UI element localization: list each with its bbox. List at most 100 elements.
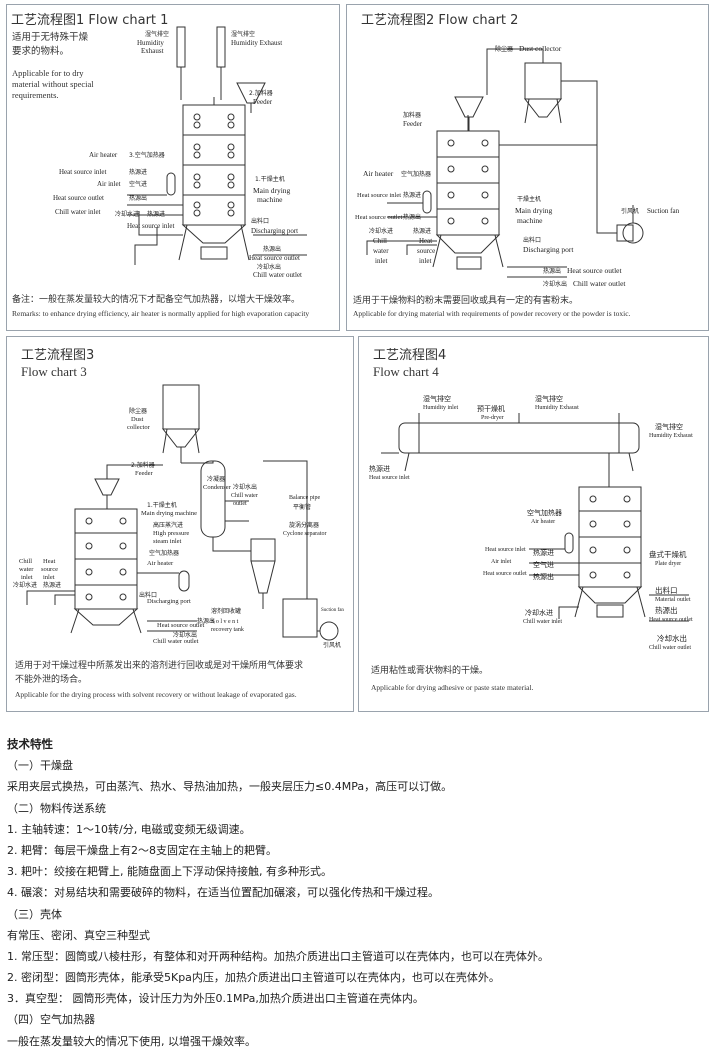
- label-chill-water-outlet-2: Chill water outlet: [153, 638, 199, 645]
- label-air-inlet-cn: 空气进: [533, 560, 554, 569]
- label-discharging-port-cn: 出料口: [523, 236, 541, 244]
- label-feeder-cn: 加料器: [403, 111, 421, 119]
- label-condenser-cn: 冷凝器: [207, 475, 225, 483]
- note-cn-line: 适用于对干燥过程中所蒸发出来的溶剂进行回收或是对干燥所用气体要求: [15, 661, 304, 671]
- flow-chart-4-diagram: 湿气排空 Humidity inlet 预干燥机 Pre-dryer 湿气排空 …: [369, 394, 693, 651]
- label-discharging-port-cn: 出料口: [139, 591, 157, 599]
- flow-chart-1-diagram: 湿气排空 Humidity Exhaust 湿气排空 Humidity Exha…: [53, 26, 307, 279]
- spec-line: 1. 主轴转速：1～10转/分, 电磁或变频无级调速。: [7, 822, 251, 836]
- flow-chart-1-title: 工艺流程图1 Flow chart 1: [11, 13, 169, 28]
- flow-chart-1-intro-en: Applicable for to dry material without s…: [12, 68, 94, 101]
- label-chill-water: Chill water: [231, 493, 258, 499]
- spec-line: 3. 耙叶：绞接在耙臂上, 能随盘面上下浮动保持接触, 有多种形式。: [7, 865, 332, 879]
- label-chill-water-outlet-cn: 冷却水出: [657, 633, 687, 643]
- label-plate-dryer: Plate dryer: [655, 561, 681, 567]
- label-feeder: Feeder: [403, 120, 423, 128]
- label-air-heater-cn: 空气加热器: [527, 508, 562, 517]
- spec-line: 2. 密闭型：圆筒形壳体，能承受5Kpa内压，加热介质进出口主管道可以在壳体内，…: [7, 971, 500, 985]
- label-suction-fan: Suction fan: [321, 608, 344, 613]
- label-air-heater-cn: 3.空气加热器: [129, 151, 165, 159]
- label-cyclone-cn: 旋涡分离器: [289, 521, 319, 529]
- label-chill-water-inlet: Chill water inlet: [55, 208, 101, 216]
- label-inlet-2: inlet: [419, 257, 431, 265]
- label-chill-water-outlet-2-cn: 冷却水出: [173, 631, 197, 639]
- intro-cn-line: 要求的物料。: [12, 46, 70, 57]
- label-machine: machine: [517, 216, 543, 225]
- label-machine: machine: [257, 195, 283, 204]
- flow-chart-3-note-en: Applicable for the drying process with s…: [15, 690, 297, 699]
- label-chill-water-inlet-cn: 冷却水进: [115, 210, 139, 218]
- label-humidity-exhaust-middle: Humidity Exhaust: [535, 405, 579, 411]
- label-heat-source-inlet: Heat source inlet: [369, 475, 410, 481]
- label-recovery-tank: recovery tank: [211, 627, 244, 633]
- label-pre-dryer-cn: 预干燥机: [477, 404, 505, 413]
- label-main-dryer-cn: 1.干燥主机: [147, 501, 177, 509]
- label-heat-source-outlet-cn: 热源出: [403, 213, 421, 221]
- label-chill: Chill: [373, 237, 387, 245]
- label-feeder: Feeder: [253, 98, 273, 106]
- flow-chart-4-title-cn: 工艺流程图4: [373, 348, 447, 363]
- label-heat-source-inlet-2: Heat source inlet: [127, 222, 174, 230]
- note-cn-line: 不能外泄的场合。: [15, 675, 88, 685]
- label-suction-fan-cn: 引风机: [621, 207, 639, 215]
- label-material-outlet: Material outlet: [655, 597, 691, 603]
- label-dust-collector: Dust collector: [519, 44, 562, 53]
- label-material-outlet-cn: 出料口: [655, 585, 678, 595]
- flow-chart-4-panel: 工艺流程图4 Flow chart 4: [358, 336, 709, 712]
- flow-chart-2-title: 工艺流程图2 Flow chart 2: [361, 13, 519, 28]
- label-chill-water-outlet-cn: 冷却水出: [543, 280, 567, 288]
- label-high-pressure: High pressure: [153, 530, 189, 537]
- intro-cn-line: 适用于无特殊干燥: [12, 32, 89, 43]
- label-heat-source-outlet-2-cn: 热源出: [263, 245, 281, 253]
- label-humidity-left-cn: 湿气排空: [423, 394, 451, 403]
- flow-chart-3-note-cn: 适用于对干燥过程中所蒸发出来的溶剂进行回收或是对干燥所用气体要求 不能外泄的场合…: [15, 659, 303, 687]
- spec-line: 4. 碾滚：对易结块和需要破碎的物料，在适当位置配加碾滚，可以强化传热和干燥过程…: [7, 886, 439, 900]
- flow-chart-1-intro-cn: 适用于无特殊干燥 要求的物料。: [12, 31, 88, 59]
- label-heat-source-outlet-cn: 热源出: [533, 572, 554, 581]
- flow-chart-3-panel: 工艺流程图3 Flow chart 3: [6, 336, 354, 712]
- label-feeder: Feeder: [135, 470, 154, 477]
- label-humidity-inlet: Humidity inlet: [423, 405, 458, 411]
- label-dust-collector-cn: 除尘器: [495, 45, 513, 53]
- label-discharging-port: Discharging port: [251, 227, 298, 235]
- label-chill: Chill: [19, 558, 32, 565]
- label-inlet: inlet: [375, 257, 387, 265]
- label-air-heater: Air heater: [363, 169, 394, 178]
- label-air-heater-cn: 空气加热器: [401, 170, 431, 178]
- label-inlet: inlet: [21, 574, 33, 581]
- label-source: source: [417, 247, 435, 255]
- label-heat-source-outlet: Heat source outlet: [355, 214, 402, 221]
- label-balance-pipe: Balance pipe: [289, 495, 320, 501]
- flow-chart-4-note-cn: 适用粘性或膏状物料的干燥。: [371, 666, 489, 676]
- label-water: water: [373, 247, 389, 255]
- spec-line: 一般在蒸发量较大的情况下使用, 以增强干燥效率。: [7, 1034, 256, 1048]
- label-heat-source-inlet: Heat source inlet: [357, 192, 401, 199]
- label-steam-inlet: steam inlet: [153, 538, 182, 545]
- intro-en-line: material without special: [12, 79, 94, 89]
- flow-chart-2-panel: 工艺流程图2 Flow chart 2: [346, 4, 709, 331]
- label-chill-water-outlet: Chill water outlet: [649, 645, 691, 651]
- label-solvent: S o l v e n t: [211, 619, 239, 625]
- label-humidity-exhaust-left: Humidity: [137, 39, 164, 47]
- label-heat-source-outlet-2-cn: 热源出: [543, 267, 561, 275]
- label-heat-source-inlet-2-cn: 热源进: [413, 227, 431, 235]
- label-heat-source-inlet-2-cn: 热源进: [533, 548, 554, 557]
- label-balance-pipe-cn: 平衡管: [293, 503, 311, 511]
- label-dust-collector-cn: 除尘器: [129, 407, 147, 415]
- spec-line: 采用夹层式换热，可由蒸汽、热水、导热油加热，一般夹层压力≤0.4MPa，高压可以…: [7, 780, 453, 794]
- label-humidity-middle-cn: 湿气排空: [535, 394, 563, 403]
- label-chill-water-inlet-cn: 冷却水进: [369, 227, 393, 235]
- label-air-heater: Air heater: [531, 519, 555, 525]
- label-chill-water-inlet-cn: 冷却水进: [13, 581, 37, 589]
- label-discharging-port: Discharging port: [147, 598, 191, 605]
- label-air-heater: Air heater: [89, 151, 118, 159]
- label-chill-water-outlet-cn: 冷却水出: [257, 263, 281, 271]
- flow-chart-1-note-en: Remarks: to enhance drying efficiency, a…: [12, 309, 310, 318]
- label-condenser: Condenser: [203, 484, 232, 491]
- flow-chart-4-title-en: Flow chart 4: [373, 364, 439, 379]
- label-main-dryer: Main drying: [515, 206, 553, 215]
- intro-en-line: Applicable for to dry: [12, 68, 84, 78]
- label-humidity-exhaust-left-cn: 湿气排空: [145, 30, 169, 38]
- spec-line: 有常压、密闭、真空三种型式: [7, 928, 150, 942]
- label-discharging-port-cn: 出料口: [251, 217, 269, 225]
